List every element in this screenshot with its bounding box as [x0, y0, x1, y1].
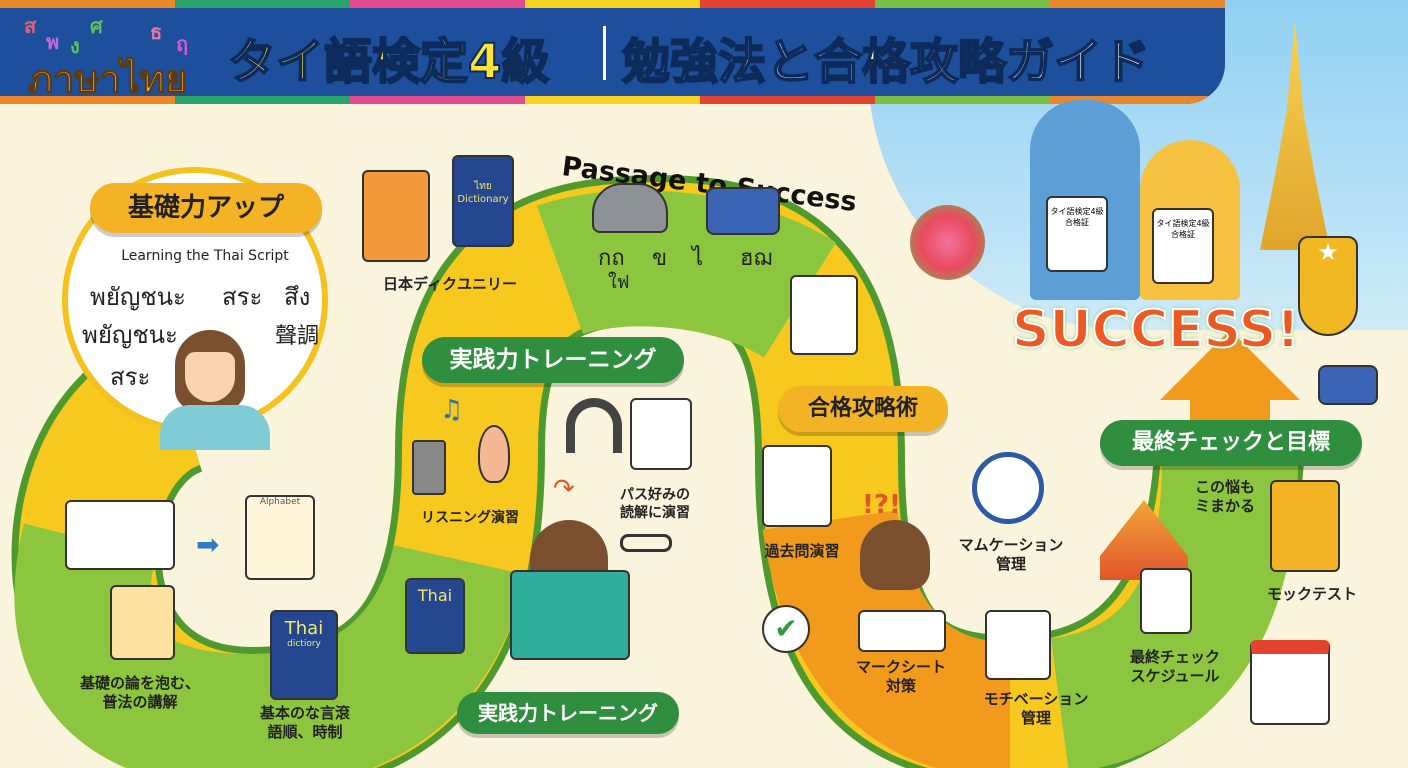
student-writing-illustration — [175, 330, 245, 410]
section-strategy-label: 合格攻略術 — [778, 386, 948, 432]
final-schedule-label: 最終チェック スケジュール — [1129, 648, 1220, 685]
mark-sheet-label: マークシート 対策 — [855, 658, 946, 695]
certificate-subtitle: 合格証 — [1065, 218, 1089, 227]
notes-pencil-icon — [110, 585, 175, 660]
vocabulary-sheet-icon — [790, 275, 858, 355]
time-management-label: マムケーション 管理 — [958, 536, 1064, 573]
thai-letters: ข — [652, 246, 668, 271]
tuk-tuk-icon — [1318, 365, 1378, 405]
thai-word: สระ — [222, 283, 263, 311]
answer-sheet-icon — [858, 610, 946, 652]
color-stripe-top — [0, 0, 1225, 8]
thai-word: พยัญชนะ — [82, 321, 178, 349]
thai-letters: ใฟ — [608, 272, 630, 293]
page-subtitle: 勉強法と合格攻略ガイド — [621, 33, 1151, 91]
certificate-icon: タイ語検定4級合格証 — [1046, 196, 1108, 272]
speaker-icon — [412, 440, 446, 495]
exam-papers-icon — [762, 445, 832, 527]
notebook-icon — [362, 170, 430, 262]
section-basics-label: 基礎力アップ — [90, 183, 322, 233]
basic-words-label: 基本のな言滾 語順、時制 — [259, 704, 350, 741]
flower-bouquet-icon — [910, 205, 985, 280]
logo-letter: ง — [70, 34, 80, 58]
alphabet-label: Alphabet — [259, 497, 301, 507]
elephant-icon — [592, 183, 668, 233]
past-exams-label: 過去問演習 — [764, 542, 840, 560]
road-segment-orange — [762, 509, 1012, 768]
logo-thai-text: ภาษาไทย — [27, 57, 188, 102]
calendar-icon — [1250, 640, 1330, 725]
logo-letter: ธ — [150, 20, 163, 44]
newspaper-icon — [630, 398, 692, 470]
clock-icon — [972, 452, 1044, 524]
certificate-title: タイ語検定4級 — [1050, 207, 1104, 216]
logo-letter: ศ — [90, 14, 103, 38]
alphabet-chart-icon: Alphabet — [245, 495, 315, 580]
mock-test-label: モックテスト — [1266, 585, 1357, 603]
headphones-icon — [566, 398, 622, 453]
header-banner: ส พ ง ศ ธ ฤ ภาษาไทย タイ語検定4級 勉強法と合格攻略ガイド — [0, 0, 1225, 104]
title-divider — [603, 26, 606, 80]
basics-subtitle: Learning the Thai Script — [121, 248, 289, 264]
road-segment-green — [537, 190, 837, 359]
checkmark-bubble-icon: ✔ — [762, 605, 810, 653]
book-title: Thai — [284, 618, 324, 639]
growth-chart-icon — [985, 610, 1051, 680]
logo-letter: ฤ — [176, 32, 189, 56]
clipboard-checklist-icon — [1270, 480, 1340, 572]
reading-label: パス好みの 読解に演習 — [620, 487, 690, 521]
open-book-icon — [65, 500, 175, 570]
arrow-right-icon: ➡ — [196, 528, 220, 561]
listening-label: リスニング演習 — [421, 510, 519, 526]
section-practice-label: 実践力トレーニング — [422, 337, 684, 383]
certificate-title: タイ語検定4級 — [1156, 219, 1210, 228]
logo-letter: ส — [24, 14, 37, 38]
open-book-teal-icon — [510, 570, 630, 660]
thai-letters: ไ — [692, 246, 704, 271]
certificate-icon: タイ語検定4級合格証 — [1152, 208, 1214, 284]
question-marks-icon: !?! — [862, 490, 901, 520]
trophy-icon: ★ — [1298, 236, 1358, 336]
success-text: SUCCESS! — [1011, 299, 1301, 361]
certificate-subtitle: 合格証 — [1171, 230, 1195, 239]
tuk-tuk-icon — [706, 187, 780, 235]
thai-word: สระ — [110, 363, 151, 391]
glasses-icon — [620, 534, 672, 552]
logo-letter: พ — [46, 30, 60, 54]
grammar-label: 基礎の論を泡む、 普法の講解 — [79, 674, 200, 711]
thai-word: พยัญชนะ — [90, 283, 186, 311]
curved-arrow-icon: ↷ — [553, 474, 575, 504]
thai-letters: กถ — [598, 246, 625, 271]
tone-label: 聲調 — [275, 324, 320, 349]
student-exam-illustration — [860, 520, 930, 590]
book-title: Thai — [417, 586, 453, 605]
thai-letters: ฮฌ — [740, 246, 773, 271]
worry-label: この悩も ミまかる — [1194, 478, 1255, 515]
motivation-label: モチベーション 管理 — [983, 690, 1089, 727]
dictionary-book-icon: ไทย Dictionary — [452, 155, 514, 247]
section-practice-bottom-label: 実践力トレーニング — [457, 692, 679, 734]
dictionary-label: 日本ディクユニリー — [383, 275, 517, 293]
checklist-pencil-icon — [1140, 568, 1192, 634]
color-stripe-bottom — [0, 96, 1225, 104]
section-final-label: 最終チェックと目標 — [1100, 420, 1362, 466]
book-subtitle: dictiory — [287, 639, 321, 649]
music-note-icon: ♫ — [440, 395, 464, 425]
thai-word: สึง — [284, 283, 311, 311]
thai-book-icon: Thai — [405, 578, 465, 654]
ear-icon — [478, 425, 510, 483]
dictionary-title: ไทย Dictionary — [457, 181, 509, 205]
student-shirt — [160, 405, 270, 450]
page-title: タイ語検定4級 — [227, 33, 550, 91]
